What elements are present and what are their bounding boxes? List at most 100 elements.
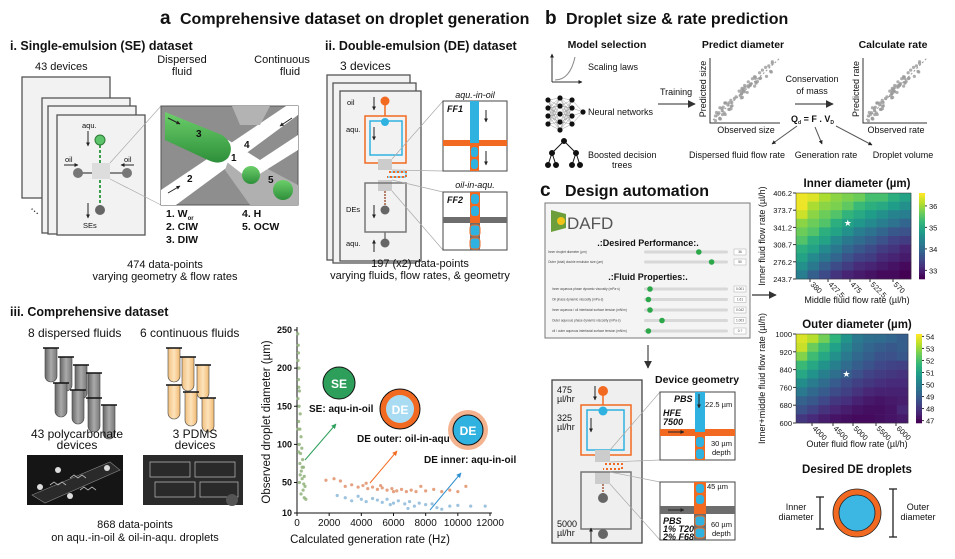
parity-point — [740, 95, 744, 99]
heatmap-cell — [807, 351, 819, 361]
heatmap-cell — [863, 414, 875, 424]
nn-node — [569, 113, 575, 119]
se-oil-right-label: oil — [124, 155, 132, 164]
slider-thumb[interactable] — [645, 328, 652, 334]
heatmap-cell — [807, 210, 820, 220]
parity-point — [727, 101, 731, 105]
slider-track[interactable] — [644, 287, 728, 291]
heatmap-cell — [830, 270, 843, 280]
colorbar-segment — [919, 199, 925, 202]
heatmap-cell — [853, 253, 866, 263]
heatmap-ylabel: Inner fluid flow rate (µl/h) — [757, 186, 767, 285]
slider-thumb[interactable] — [645, 296, 652, 303]
slider-value-field[interactable] — [733, 327, 747, 335]
parity-point — [904, 79, 908, 84]
nn-node — [569, 105, 575, 111]
heatmap-cell — [863, 360, 875, 370]
heatmap-cell — [842, 210, 854, 220]
heatmap-cell — [807, 360, 819, 370]
heatmap-cell — [796, 253, 808, 263]
data-point — [419, 484, 423, 488]
de-device-count: 3 devices — [340, 59, 391, 73]
colorbar-segment — [919, 214, 925, 217]
slider-thumb[interactable] — [659, 317, 665, 324]
parity-point — [770, 61, 774, 65]
calc-xlabel: Observed rate — [867, 125, 924, 135]
slider-value-field[interactable] — [733, 317, 747, 324]
colorbar-segment — [919, 220, 925, 224]
heatmap-cell — [885, 378, 898, 388]
data-point — [298, 461, 302, 466]
parity-point — [917, 61, 922, 65]
heatmap-cell — [829, 414, 842, 424]
nn-node — [569, 97, 575, 103]
heatmap-cell — [830, 218, 843, 228]
y-tick-label: 200 — [277, 363, 292, 373]
nn-node — [557, 127, 563, 133]
heatmap-cell — [796, 387, 808, 397]
data-point — [297, 442, 301, 446]
data-point — [302, 482, 306, 486]
heatmap-cell — [818, 351, 830, 361]
heatmap-cell — [840, 351, 853, 361]
data-point — [364, 481, 368, 485]
equation: Qd = F . VD — [791, 114, 834, 126]
slider-value-field[interactable] — [733, 296, 747, 303]
colorbar-segment — [916, 414, 922, 417]
nn-edge — [571, 99, 584, 113]
colorbar-segment — [919, 268, 925, 271]
slider-track[interactable] — [644, 250, 728, 254]
data-point — [396, 499, 400, 503]
heatmap-cell — [818, 334, 830, 344]
data-point — [448, 504, 452, 508]
data-point — [388, 503, 392, 507]
parity-point — [720, 113, 725, 117]
slider-row: Inner aqueous phase dynamic viscosity (m… — [552, 285, 747, 293]
colorbar-segment — [916, 371, 922, 375]
data-point — [356, 485, 360, 489]
parity-point — [746, 80, 750, 84]
desired-droplets-title: Desired DE droplets — [802, 464, 912, 476]
heatmap-cell — [865, 201, 877, 211]
parity-line — [712, 57, 781, 121]
heatmap-cell — [819, 270, 831, 280]
colorbar-segment — [916, 342, 922, 346]
heatmap-cell — [796, 261, 808, 271]
slider-value-field[interactable] — [733, 258, 747, 266]
colorbar-segment — [919, 270, 925, 273]
slider-thumb[interactable] — [647, 307, 653, 313]
parity-point — [866, 119, 871, 123]
nn-node — [545, 113, 551, 119]
colorbar-segment — [919, 248, 925, 252]
heatmap-cell — [796, 193, 808, 202]
panel-b-title: Droplet size & rate prediction — [566, 11, 788, 28]
parity-point — [714, 110, 719, 115]
slider-thumb[interactable] — [647, 286, 653, 292]
slider-value: 1.61 — [737, 298, 743, 302]
slider-track[interactable] — [644, 329, 728, 333]
heatmap-cell — [863, 369, 875, 379]
colorbar-segment — [916, 369, 922, 373]
dafd-app-window: DAFD .:Desired Performance:. .:Fluid Pro… — [544, 202, 751, 339]
slider-label: Inner aqueous phase dynamic viscosity (m… — [552, 287, 620, 291]
slider-thumb[interactable] — [708, 259, 715, 265]
slider-value-field[interactable] — [733, 306, 747, 314]
heatmap-cell — [829, 369, 842, 379]
nn-edge — [559, 107, 573, 131]
slider-track[interactable] — [644, 260, 728, 264]
slider-track[interactable] — [644, 319, 728, 322]
se-oil-left-label: oil — [65, 155, 73, 164]
slider-track[interactable] — [644, 298, 728, 301]
slider-thumb[interactable] — [696, 249, 702, 255]
colorbar-segment — [916, 385, 922, 388]
panel-b: b Droplet size & rate prediction Model s… — [545, 8, 933, 170]
heatmap-cell — [818, 405, 830, 415]
heatmap-cell — [796, 210, 808, 220]
heatmap-cell — [842, 253, 854, 263]
slider-value-field[interactable] — [733, 248, 747, 256]
heatmap-cell — [818, 342, 830, 353]
data-point — [297, 385, 301, 389]
slider-track[interactable] — [644, 308, 728, 312]
colorbar-segment — [916, 405, 922, 408]
slider-value-field[interactable] — [733, 285, 747, 293]
